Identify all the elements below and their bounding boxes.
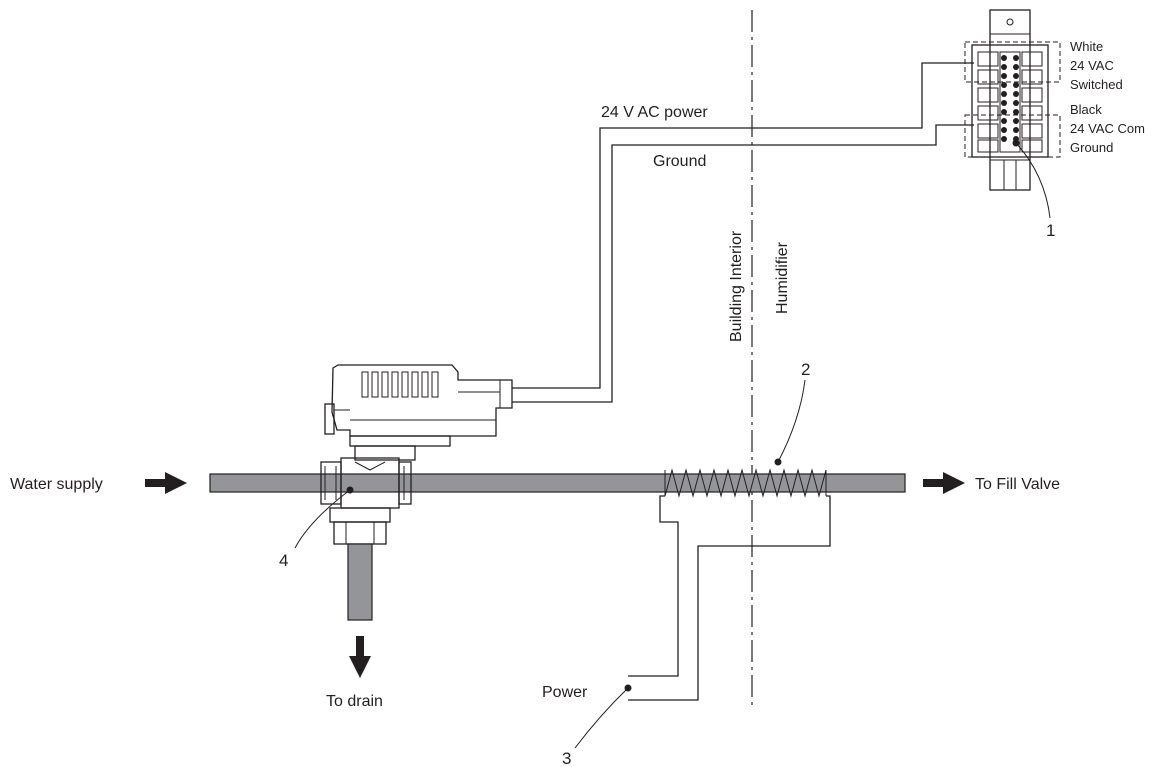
callout-1: 1: [1046, 221, 1055, 240]
terminal-label-switched: Switched: [1070, 77, 1123, 92]
terminal-label-ground: Ground: [1070, 140, 1113, 155]
water-supply-label: Water supply: [10, 476, 103, 493]
callout-4-leader: [294, 486, 354, 549]
fill-valve-arrow-icon: [923, 472, 965, 494]
drain-arrow-icon: [349, 636, 371, 678]
heater-power-wire-b: [628, 495, 831, 701]
ground-wire-label: Ground: [653, 153, 706, 170]
power-label: Power: [542, 684, 588, 701]
callout-2: 2: [801, 360, 810, 379]
callout-1-leader: [1012, 139, 1051, 219]
callout-3-leader: [574, 684, 632, 749]
water-pipe: [209, 473, 906, 493]
terminal-label-24vac: 24 VAC: [1070, 58, 1114, 73]
humidifier-label: Humidifier: [774, 241, 791, 314]
terminal-block: [964, 9, 1061, 191]
switched-group-box: [964, 41, 1061, 83]
callout-3: 3: [562, 749, 571, 767]
ground-wire: [512, 124, 974, 403]
callout-4: 4: [279, 551, 288, 570]
to-fill-valve-label: To Fill Valve: [975, 476, 1060, 493]
terminal-label-24vac-com: 24 VAC Com: [1070, 121, 1145, 136]
water-supply-arrow-icon: [145, 472, 187, 494]
heater-coil: [664, 468, 827, 498]
terminal-label-white: White: [1070, 39, 1103, 54]
heater-power-wire-a: [628, 495, 679, 677]
drain-valve: [320, 364, 513, 621]
callout-2-leader: [774, 379, 806, 466]
terminal-label-black: Black: [1070, 102, 1102, 117]
ac-power-label: 24 V AC power: [601, 104, 708, 121]
ac-power-wire: [512, 62, 974, 389]
building-interior-label: Building Interior: [728, 230, 745, 342]
common-group-box: [964, 114, 1061, 158]
to-drain-label: To drain: [326, 693, 383, 710]
